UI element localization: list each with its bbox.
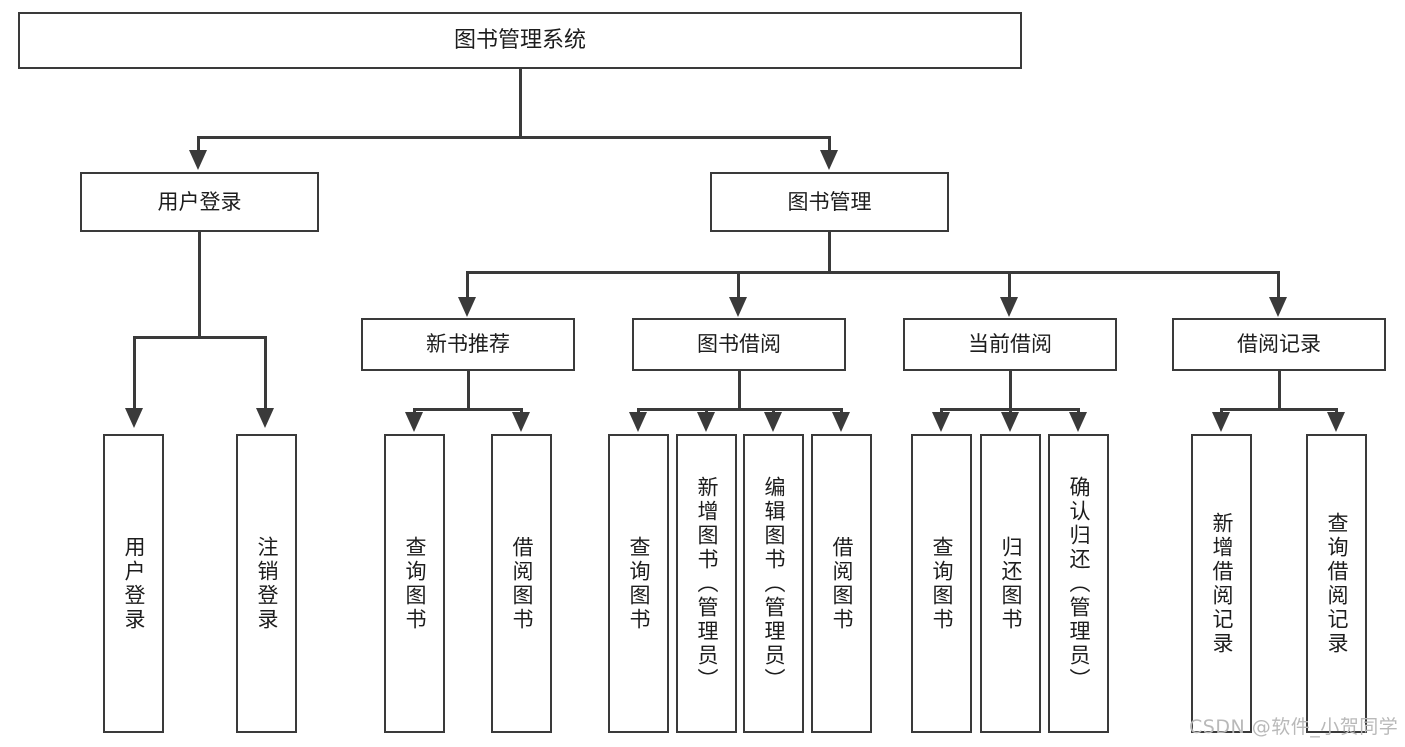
leaf-current-borrow-confirm-return-admin[interactable]: 确认归还（管理员）	[1048, 434, 1109, 733]
leaf-label: 编辑图书（管理员）	[762, 475, 786, 692]
leaf-label: 查询图书	[627, 535, 651, 632]
connector-drop-borrow-record	[1277, 271, 1280, 299]
leaf-new-book-recommend-query-book[interactable]: 查询图书	[384, 434, 445, 733]
connector-drop-leaf-user-login-0	[133, 336, 136, 410]
connector-current-borrow-stem	[1009, 371, 1012, 411]
leaf-label: 归还图书	[999, 535, 1023, 632]
connector-new-book-recommend-bus	[413, 408, 523, 411]
connector-level2-bus	[197, 136, 831, 139]
connector-borrow-record-bus	[1220, 408, 1338, 411]
leaf-label: 确认归还（管理员）	[1067, 475, 1091, 692]
arrowhead-leaf-user-login-1	[256, 408, 274, 428]
leaf-current-borrow-return-book[interactable]: 归还图书	[980, 434, 1041, 733]
leaf-new-book-recommend-borrow-book[interactable]: 借阅图书	[491, 434, 552, 733]
node-label: 图书管理	[787, 189, 872, 214]
leaf-label: 注销登录	[255, 535, 279, 632]
leaf-label: 用户登录	[122, 535, 146, 632]
connector-book-borrow-stem	[738, 371, 741, 411]
arrowhead-leaf-br-0	[1212, 412, 1230, 432]
leaf-book-borrow-borrow-book[interactable]: 借阅图书	[811, 434, 872, 733]
leaf-user-login-logout[interactable]: 注销登录	[236, 434, 297, 733]
arrowhead-leaf-nbr-0	[405, 412, 423, 432]
arrowhead-leaf-bb-3	[832, 412, 850, 432]
leaf-current-borrow-query-book[interactable]: 查询图书	[911, 434, 972, 733]
connector-user-login-bus	[133, 336, 267, 339]
leaf-label: 新增图书（管理员）	[695, 475, 719, 692]
arrowhead-book-borrow	[729, 297, 747, 317]
connector-drop-current-borrow	[1008, 271, 1011, 299]
arrowhead-leaf-cb-2	[1069, 412, 1087, 432]
node-label: 图书管理系统	[453, 27, 586, 53]
arrowhead-leaf-cb-1	[1001, 412, 1019, 432]
leaf-book-borrow-add-book-admin[interactable]: 新增图书（管理员）	[676, 434, 737, 733]
leaf-label: 借阅图书	[510, 535, 534, 632]
arrowhead-leaf-nbr-1	[512, 412, 530, 432]
arrowhead-current-borrow	[1000, 297, 1018, 317]
connector-drop-leaf-user-login-1	[264, 336, 267, 410]
connector-drop-book-management	[828, 136, 831, 153]
arrowhead-leaf-bb-2	[764, 412, 782, 432]
connector-new-book-recommend-stem	[467, 371, 470, 411]
leaf-label: 新增借阅记录	[1210, 511, 1234, 656]
connector-user-login-stem	[198, 232, 201, 338]
leaf-user-login-login[interactable]: 用户登录	[103, 434, 164, 733]
arrowhead-leaf-br-1	[1327, 412, 1345, 432]
node-root-book-management-system[interactable]: 图书管理系统	[18, 12, 1022, 69]
leaf-label: 借阅图书	[830, 535, 854, 632]
arrowhead-leaf-bb-0	[629, 412, 647, 432]
arrowhead-leaf-user-login-0	[125, 408, 143, 428]
connector-drop-new-book-recommend	[466, 271, 469, 299]
node-label: 图书借阅	[697, 332, 781, 357]
leaf-borrow-record-query-record[interactable]: 查询借阅记录	[1306, 434, 1367, 733]
node-user-login[interactable]: 用户登录	[80, 172, 319, 232]
connector-root-stem	[519, 69, 522, 138]
leaf-borrow-record-add-record[interactable]: 新增借阅记录	[1191, 434, 1252, 733]
arrowhead-new-book-recommend	[458, 297, 476, 317]
leaf-label: 查询图书	[403, 535, 427, 632]
node-borrow-record[interactable]: 借阅记录	[1172, 318, 1386, 371]
node-label: 借阅记录	[1237, 332, 1321, 357]
connector-book-management-stem	[828, 232, 831, 274]
arrowhead-borrow-record	[1269, 297, 1287, 317]
connector-drop-user-login	[197, 136, 200, 153]
node-book-borrow[interactable]: 图书借阅	[632, 318, 846, 371]
node-label: 用户登录	[157, 189, 242, 214]
node-new-book-recommend[interactable]: 新书推荐	[361, 318, 575, 371]
arrowhead-leaf-cb-0	[932, 412, 950, 432]
connector-book-borrow-bus	[637, 408, 843, 411]
arrowhead-book-management	[820, 150, 838, 170]
connector-drop-book-borrow	[737, 271, 740, 299]
node-current-borrow[interactable]: 当前借阅	[903, 318, 1117, 371]
leaf-label: 查询借阅记录	[1325, 511, 1349, 656]
arrowhead-user-login	[189, 150, 207, 170]
leaf-book-borrow-query-book[interactable]: 查询图书	[608, 434, 669, 733]
leaf-book-borrow-edit-book-admin[interactable]: 编辑图书（管理员）	[743, 434, 804, 733]
node-label: 当前借阅	[968, 332, 1052, 357]
node-book-management[interactable]: 图书管理	[710, 172, 949, 232]
leaf-label: 查询图书	[930, 535, 954, 632]
arrowhead-leaf-bb-1	[697, 412, 715, 432]
connector-level3-bus	[466, 271, 1280, 274]
node-label: 新书推荐	[426, 332, 510, 357]
connector-borrow-record-stem	[1278, 371, 1281, 411]
